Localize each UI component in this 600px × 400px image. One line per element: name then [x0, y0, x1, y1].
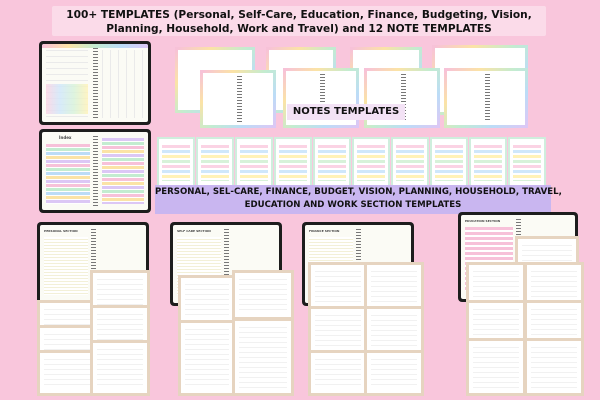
- finance-page: [364, 262, 424, 310]
- section-page: [157, 137, 195, 187]
- finance-page: [364, 306, 424, 354]
- section-page: [274, 137, 312, 187]
- finance-page: [308, 262, 368, 310]
- index-list-left: [46, 144, 90, 204]
- section-page: [352, 137, 390, 187]
- banner-line-1: 100+ TEMPLATES (Personal, Self-Care, Edu…: [66, 9, 532, 21]
- personal-page: [37, 350, 97, 396]
- finance-page: [364, 350, 424, 396]
- section-page: [430, 137, 468, 187]
- planner-cover-screen: [42, 44, 148, 122]
- cover-color-block: [46, 84, 88, 114]
- index-list-right: [102, 138, 144, 204]
- cover-grid-right: [102, 50, 144, 118]
- sections-label: PERSONAL, SEL-CARE, FINANCE, BUDGET, VIS…: [155, 185, 562, 214]
- selfcare-page: [178, 275, 236, 325]
- sections-label-line-2: EDUCATION AND WORK SECTION TEMPLATES: [244, 200, 462, 210]
- finance-page: [308, 306, 368, 354]
- banner-line-2: Planning, Household, Work and Travel) an…: [106, 23, 492, 35]
- selfcare-page: [232, 270, 294, 320]
- cover-header-strip: [42, 44, 148, 48]
- tablet-planner-cover: [39, 41, 151, 125]
- notes-templates-label: NOTES TEMPLATES: [287, 104, 405, 120]
- finance-section-title: FINANCE SECTION: [309, 229, 340, 233]
- section-page: [469, 137, 507, 187]
- section-page: [235, 137, 273, 187]
- tablet-index: Index: [39, 129, 151, 213]
- education-page: [466, 338, 526, 396]
- title-banner: 100+ TEMPLATES (Personal, Self-Care, Edu…: [52, 6, 546, 36]
- sections-label-line-1: PERSONAL, SEL-CARE, FINANCE, BUDGET, VIS…: [155, 187, 562, 197]
- section-page: [391, 137, 429, 187]
- section-page: [313, 137, 351, 187]
- index-screen: Index: [42, 132, 148, 210]
- spiral-binding: [93, 48, 98, 118]
- section-page: [508, 137, 546, 187]
- index-title: Index: [59, 135, 72, 140]
- finance-page: [308, 350, 368, 396]
- personal-section-title: PERSONAL SECTION: [44, 229, 78, 233]
- education-section-title: EDUCATION SECTION: [465, 219, 501, 223]
- selfcare-section-title: SELF CARE SECTION: [177, 229, 211, 233]
- selfcare-page: [178, 320, 236, 396]
- spiral-binding: [93, 136, 98, 206]
- education-page: [524, 338, 584, 396]
- personal-page: [90, 340, 150, 396]
- note-template-page: [200, 70, 276, 128]
- selfcare-page: [232, 318, 294, 396]
- personal-list: [44, 237, 88, 295]
- section-page: [196, 137, 234, 187]
- note-template-page: [444, 68, 528, 128]
